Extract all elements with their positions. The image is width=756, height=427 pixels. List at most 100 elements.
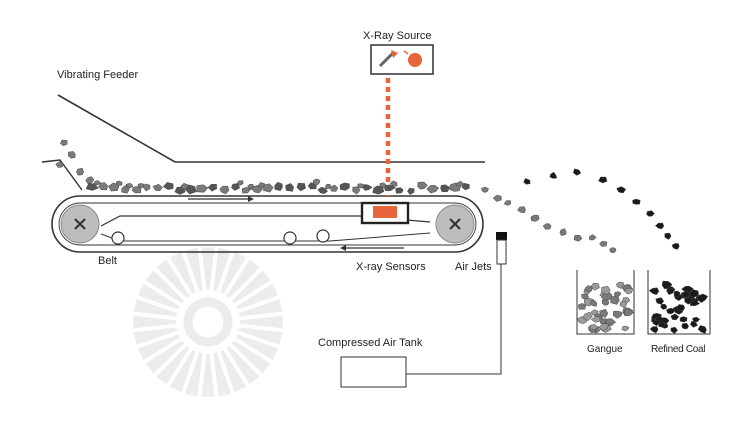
- rock: [598, 323, 609, 332]
- rock: [357, 183, 365, 189]
- xray-source-label: X-Ray Source: [363, 30, 431, 42]
- xray-source: [370, 44, 434, 75]
- rock: [589, 299, 598, 307]
- rock: [573, 168, 582, 176]
- refined-coal-bin: [647, 270, 711, 335]
- rock: [609, 247, 617, 254]
- rock: [619, 301, 627, 309]
- rock: [143, 183, 151, 192]
- rock: [426, 185, 440, 194]
- left-pulley: [60, 204, 100, 244]
- rock: [666, 287, 675, 296]
- rock: [85, 176, 95, 185]
- vibrating-feeder-label: Vibrating Feeder: [57, 69, 138, 81]
- rock: [679, 316, 688, 323]
- rock: [76, 167, 84, 176]
- rock: [125, 182, 133, 189]
- rock: [231, 183, 240, 191]
- rock: [542, 223, 552, 230]
- rock: [601, 285, 611, 296]
- rock: [582, 311, 593, 322]
- rock: [681, 322, 689, 330]
- air-supply-line: [406, 264, 502, 375]
- rock: [599, 240, 608, 247]
- rock: [649, 326, 659, 334]
- rock: [585, 285, 593, 293]
- rock: [115, 180, 123, 186]
- rock: [461, 182, 470, 191]
- rock: [648, 287, 660, 296]
- rock: [612, 310, 623, 319]
- x-mark-icon: [449, 218, 461, 230]
- rock: [624, 287, 634, 295]
- rock: [517, 206, 526, 214]
- rock: [681, 291, 691, 299]
- rock: [697, 325, 707, 334]
- xray-emitter-icon: [378, 50, 422, 68]
- rock: [696, 293, 709, 303]
- rock: [660, 303, 667, 310]
- rock: [196, 184, 209, 193]
- rock: [263, 183, 274, 193]
- rock: [94, 180, 101, 186]
- rock: [599, 309, 609, 318]
- rock: [601, 298, 610, 306]
- rock: [285, 183, 294, 192]
- gangue-bin: [576, 270, 635, 335]
- rock: [107, 182, 120, 192]
- rock: [578, 303, 587, 310]
- rock: [646, 210, 655, 217]
- rock: [652, 319, 660, 327]
- rock: [456, 180, 464, 187]
- rock: [530, 214, 540, 222]
- rock: [481, 186, 489, 193]
- vibrating-feeder: [41, 94, 485, 191]
- air-jets-label: Air Jets: [455, 261, 492, 273]
- rock: [616, 186, 627, 194]
- rock: [59, 139, 68, 147]
- rock: [621, 325, 630, 332]
- rock: [670, 326, 679, 334]
- rock: [407, 187, 415, 195]
- gangue-label: Gangue: [587, 344, 623, 355]
- rock: [632, 198, 641, 205]
- rock: [689, 300, 701, 307]
- rock: [362, 184, 373, 191]
- compressed-air-tank-label: Compressed Air Tank: [318, 337, 423, 349]
- rock: [352, 186, 361, 195]
- rock: [598, 176, 608, 184]
- rock: [312, 178, 321, 186]
- rock: [671, 243, 680, 250]
- rock: [185, 184, 197, 195]
- sunburst-logo-icon: [133, 247, 283, 397]
- rock: [152, 183, 163, 192]
- belt-label: Belt: [98, 255, 117, 267]
- rock: [55, 161, 64, 168]
- rock: [664, 232, 672, 240]
- rock: [600, 291, 613, 301]
- rock: [395, 187, 404, 194]
- rock: [655, 297, 665, 305]
- rock: [573, 234, 583, 242]
- compressed-air-tank: [340, 356, 407, 388]
- rock: [384, 184, 396, 192]
- rock: [417, 181, 428, 190]
- rock: [330, 184, 339, 192]
- rock: [67, 151, 76, 159]
- rock: [98, 182, 108, 191]
- rock: [440, 184, 450, 193]
- rock: [670, 313, 680, 321]
- rock: [588, 234, 597, 241]
- refined-coal-label: Refined Coal: [651, 344, 705, 355]
- rock: [655, 222, 665, 230]
- rock: [589, 324, 599, 331]
- x-mark-icon: [74, 218, 86, 230]
- rock: [623, 308, 634, 317]
- rock: [339, 182, 350, 191]
- rock: [274, 181, 283, 191]
- rock: [666, 307, 675, 315]
- rock: [219, 185, 230, 195]
- right-pulley: [435, 204, 475, 244]
- rock: [237, 180, 244, 186]
